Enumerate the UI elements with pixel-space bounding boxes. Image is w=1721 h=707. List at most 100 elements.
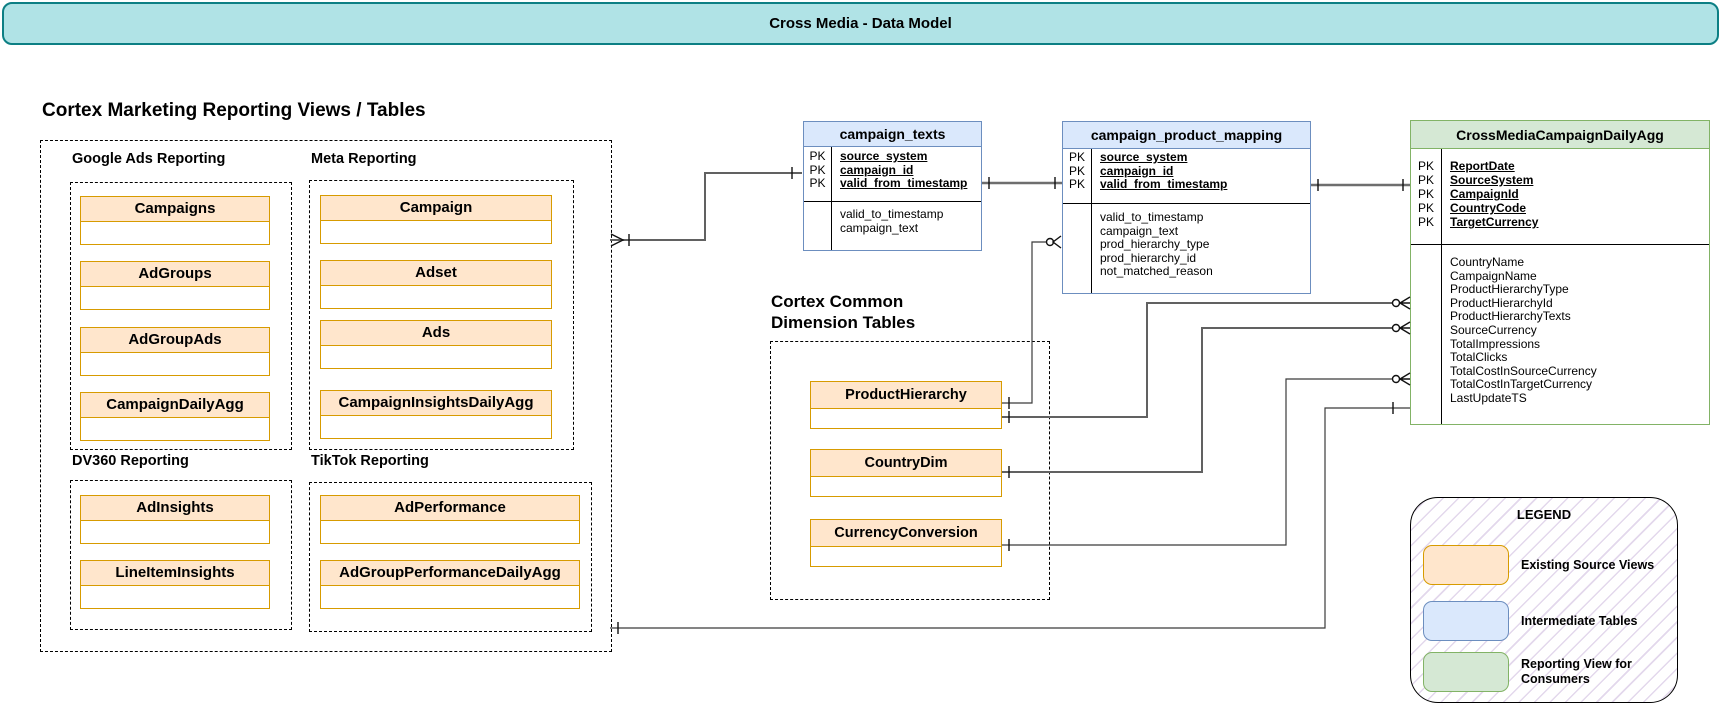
field-row-lastupdatets: LastUpdateTS [1411,391,1709,406]
pk-gutter [1411,392,1441,406]
field-row-not-matched-reason: not_matched_reason [1063,264,1310,279]
pk-gutter [804,208,831,222]
legend-swatch-reporting-view-for-consumers [1423,652,1509,692]
entity-title-producthierarchy: ProductHierarchy [811,382,1001,409]
entity-adgroupads: AdGroupAds [80,327,270,376]
legend-title: LEGEND [1516,507,1572,522]
field-name-sourcecurrency: SourceCurrency [1450,322,1537,337]
entity-adgroupperformancedailyagg: AdGroupPerformanceDailyAgg [320,560,580,609]
pk-gutter [1411,338,1441,352]
entity-campaigndailyagg: CampaignDailyAgg [80,392,270,441]
pk-label: PK [809,176,826,190]
field-name-producthierarchytype: ProductHierarchyType [1450,282,1569,297]
group-label-meta-reporting: Meta Reporting [311,151,417,167]
field-name-reportdate: ReportDate [1450,159,1515,173]
entity-countrydim: CountryDim [810,449,1002,497]
left-panel-heading: Cortex Marketing Reporting Views / Table… [42,100,426,121]
pk-divider-line [831,147,832,250]
entity-title-campaigns: Campaigns [81,197,269,222]
field-name-source-system: source_system [840,149,928,163]
pk-gutter [1063,265,1091,279]
field-name-campaign-text: campaign_text [840,220,919,235]
er-title-campaign-texts: campaign_texts [804,122,981,147]
pk-gutter [1063,238,1091,252]
group-label-tiktok-reporting: TikTok Reporting [311,453,429,469]
er-title-crossmediacampaigndailyagg: CrossMediaCampaignDailyAgg [1411,121,1709,149]
field-row-reportdate: PK ReportDate [1411,159,1709,173]
connector-currency-conversion-to-crossmedia [1002,372,1411,551]
group-label-dv360-reporting: DV360 Reporting [72,453,189,469]
diagram-title: Cross Media - Data Model [769,15,952,32]
field-name-campaign-text: campaign_text [1100,223,1179,238]
entity-ads: Ads [320,320,552,369]
field-name-valid-from-timestamp: valid_from_timestamp [1100,177,1228,191]
pk-gutter [1411,365,1441,379]
pk-gutter [1411,297,1441,311]
group-label-google-ads-reporting: Google Ads Reporting [72,151,226,167]
entity-campaigninsightsdailyagg: CampaignInsightsDailyAgg [320,390,552,439]
pk-label: PK [1417,215,1434,229]
field-name-countrycode: CountryCode [1450,201,1526,215]
field-row-totalcostintargetcurrency: TotalCostInTargetCurrency [1411,378,1709,392]
diagram-title-bar: Cross Media - Data Model [2,2,1719,45]
pk-gutter [1411,324,1441,338]
legend-label-existing-source-views: Existing Source Views [1521,557,1655,572]
field-row-campaign-text: campaign_text [1063,223,1310,239]
entity-title-adinsights: AdInsights [81,496,269,521]
connector-campaign-texts-to-campaign-product-mapping [982,177,1062,189]
entity-title-lineiteminsights: LineItemInsights [81,561,269,586]
pk-divider-line [1091,149,1092,293]
dimension-heading-line2: Dimension Tables [771,313,916,332]
field-row-sourcecurrency: SourceCurrency [1411,322,1709,338]
field-name-totalcostinsourcecurrency: TotalCostInSourceCurrency [1450,363,1597,378]
field-row-totalcostinsourcecurrency: TotalCostInSourceCurrency [1411,363,1709,379]
entity-title-adperformance: AdPerformance [321,496,579,521]
connector-campaign-product-mapping-to-crossmedia [1311,179,1410,191]
entity-adset: Adset [320,260,552,309]
field-row-producthierarchytexts: ProductHierarchyTexts [1411,310,1709,324]
connector-product-hierarchy-to-crossmedia [1002,296,1411,423]
pk-label: PK [809,162,826,177]
dimension-panel-heading: Cortex Common Dimension Tables [771,291,915,333]
field-name-countryname: CountryName [1450,255,1525,269]
reporting-views-container [40,140,612,652]
pk-label: PK [1417,201,1434,215]
entity-title-currencyconversion: CurrencyConversion [811,520,1001,547]
dimension-heading-line1: Cortex Common [771,292,904,311]
legend-swatch-intermediate-tables [1423,601,1509,641]
pk-label: PK [1068,150,1085,164]
pk-label: PK [1417,173,1434,187]
field-name-valid-to-timestamp: valid_to_timestamp [1100,210,1204,224]
entity-adperformance: AdPerformance [320,495,580,544]
field-row-producthierarchyid: ProductHierarchyId [1411,296,1709,311]
entity-campaigns: Campaigns [80,196,270,245]
field-row-campaign-text: campaign_text [804,220,981,236]
field-row-countrycode: PK CountryCode [1411,201,1709,215]
legend-label-intermediate-tables: Intermediate Tables [1521,613,1638,628]
field-row-producthierarchytype: ProductHierarchyType [1411,283,1709,297]
field-row-countryname: CountryName [1411,255,1709,270]
entity-title-campaigndailyagg: CampaignDailyAgg [81,393,269,418]
entity-currencyconversion: CurrencyConversion [810,519,1002,567]
legend-swatch-existing-source-views [1423,545,1509,585]
entity-title-adset: Adset [321,261,551,286]
pk-label: PK [1417,159,1434,173]
field-name-totalimpressions: TotalImpressions [1450,336,1541,351]
